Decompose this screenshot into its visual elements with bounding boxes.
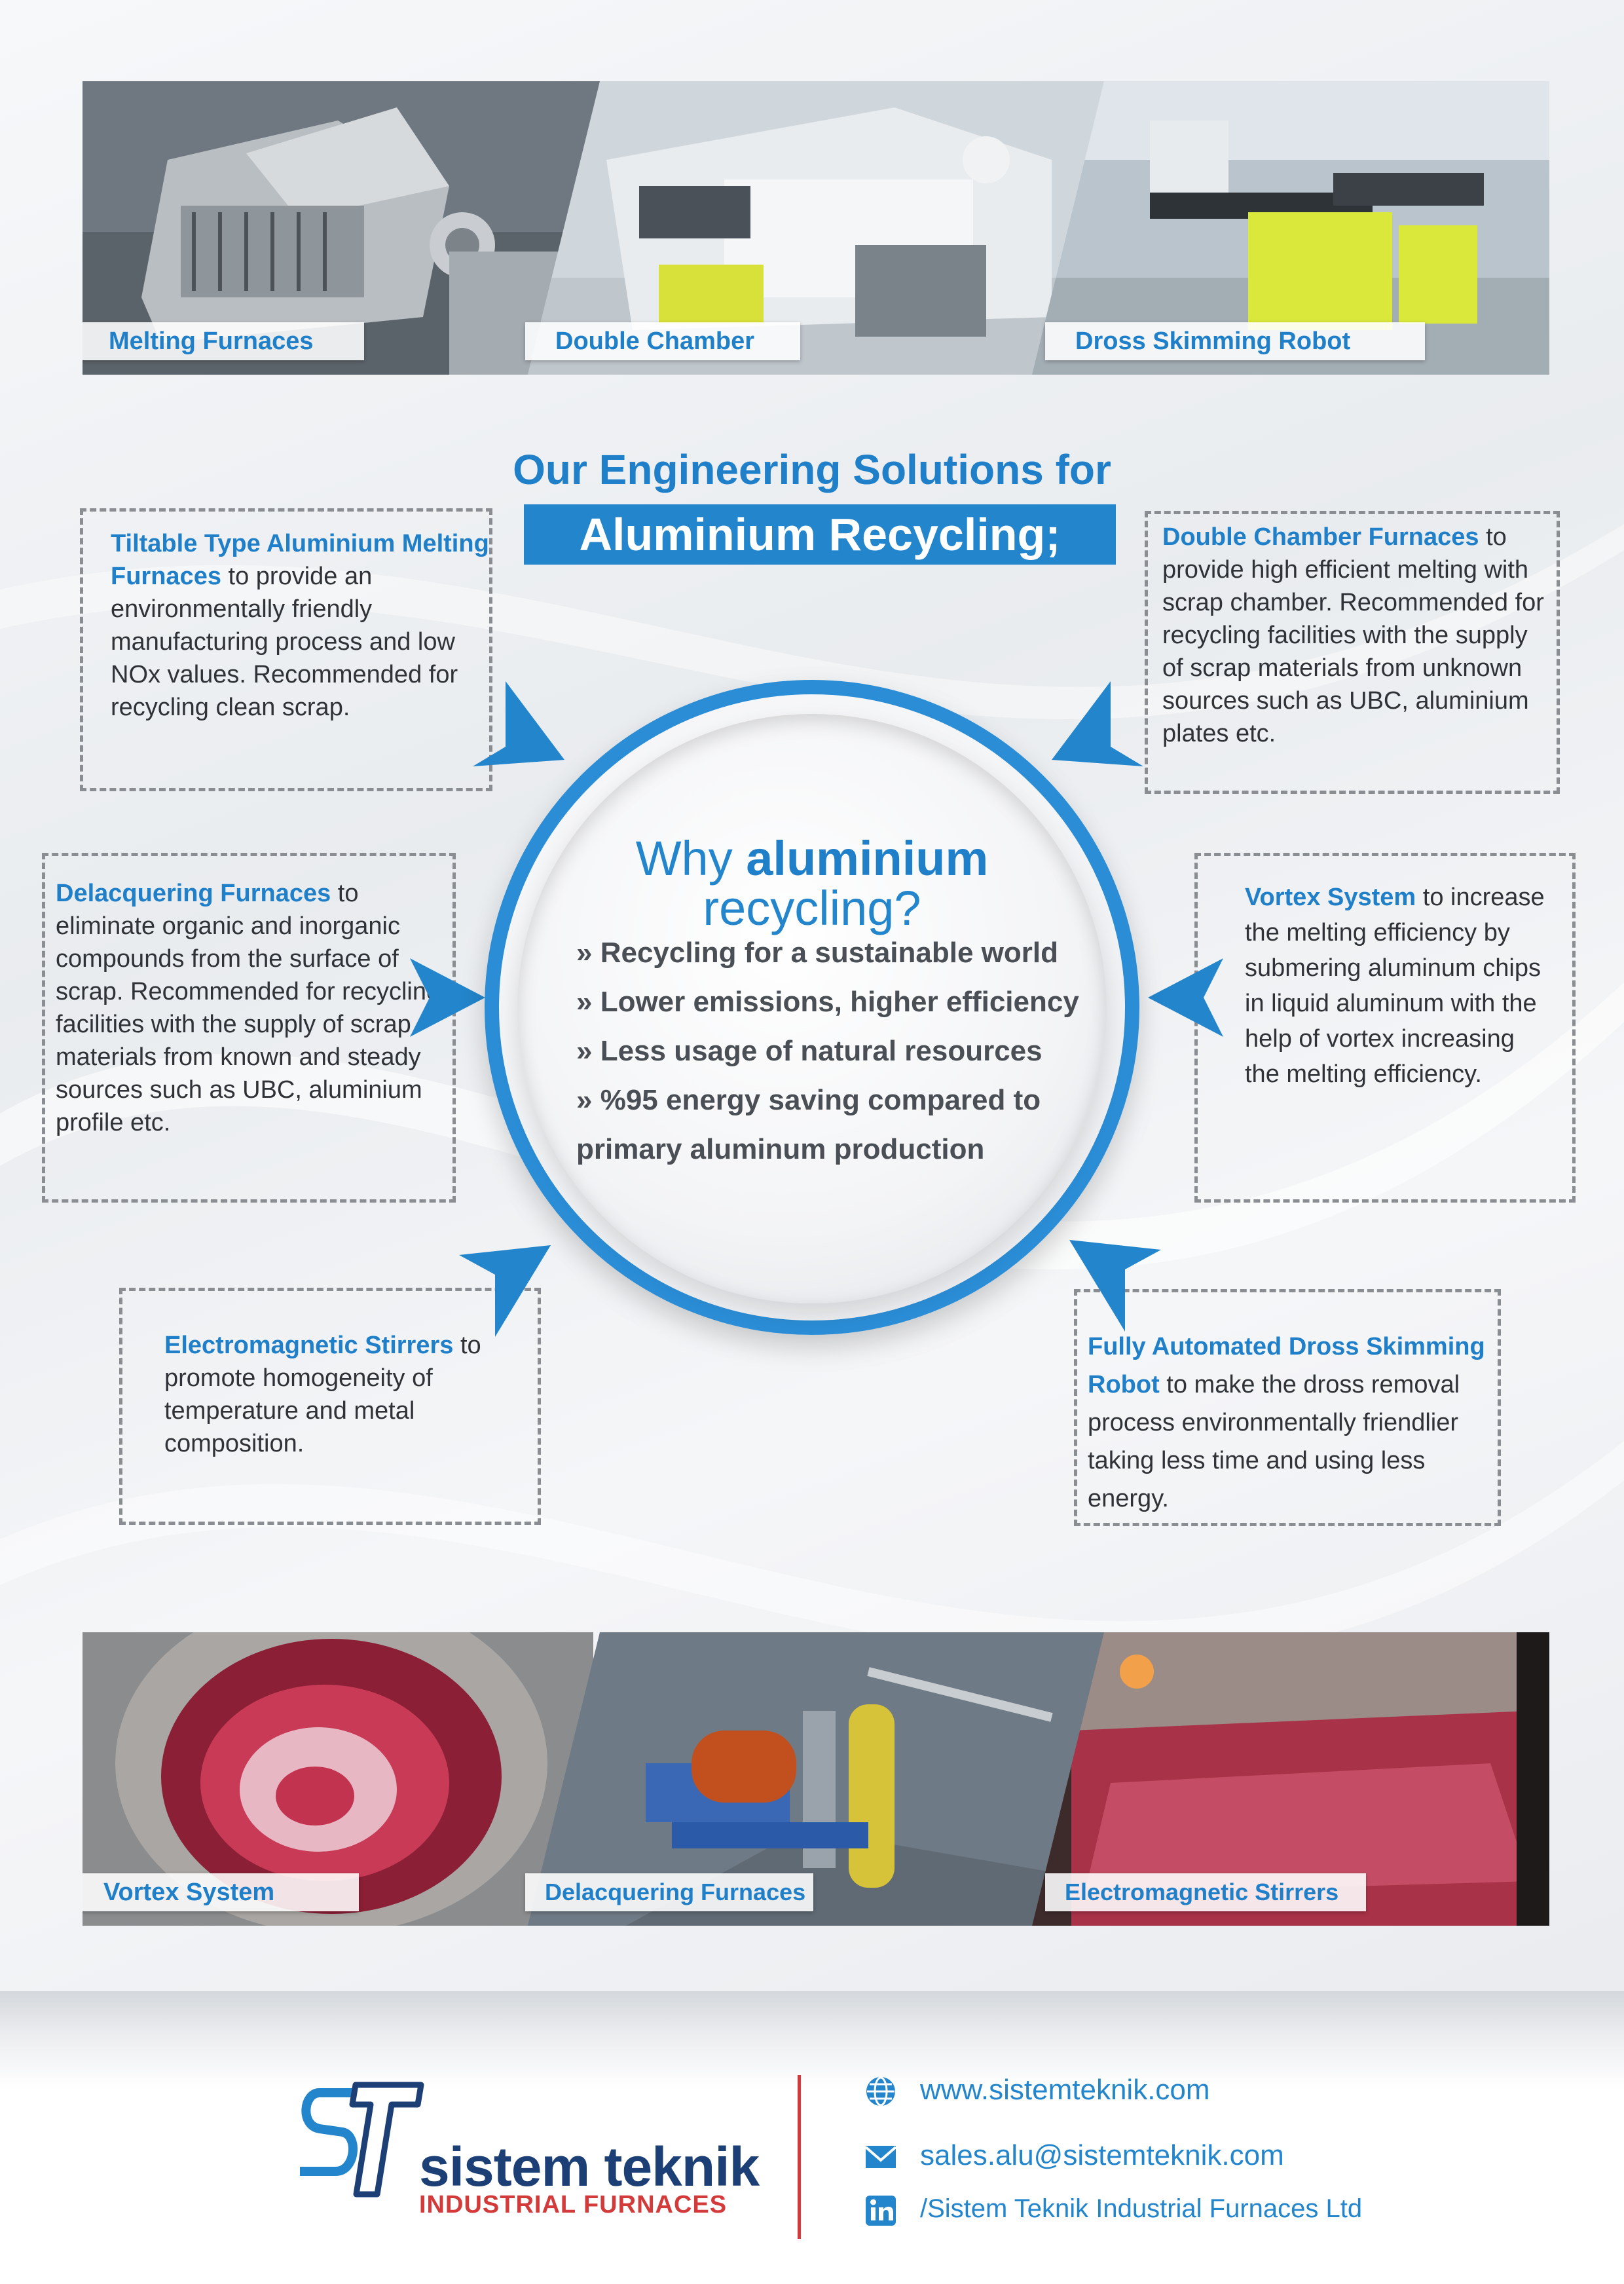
box-title: Fully Automated Dross Skimming Robot <box>1088 1333 1485 1398</box>
caption-melting-furnaces: Melting Furnaces <box>83 322 364 360</box>
why-heading: Why aluminium <box>517 831 1107 886</box>
box-tiltable-furnaces: Tiltable Type Aluminium Melting Furnaces… <box>80 508 492 791</box>
box-vortex: Vortex System to increase the melting ef… <box>1194 853 1576 1203</box>
box-text: to provide an environmentally friendly m… <box>111 563 458 721</box>
arrow-icon <box>473 681 564 766</box>
page-title: Our Engineering Solutions for <box>513 446 1111 493</box>
bullet-item: primary aluminum production <box>576 1133 985 1165</box>
bullet-item: » Recycling for a sustainable world <box>576 937 1058 969</box>
arrow-icon <box>1052 681 1143 766</box>
box-double-chamber: Double Chamber Furnaces to provide high … <box>1145 511 1560 794</box>
footer <box>0 1991 1624 2284</box>
top-photo-strip: Melting Furnaces Double Chamber Dross Sk… <box>83 81 1549 375</box>
bullet-item: » Lower emissions, higher efficiency <box>576 986 1079 1018</box>
box-electromagnetic-stirrers: Electromagnetic Stirrers to promote homo… <box>119 1288 541 1525</box>
box-text: to provide high efficient melting with s… <box>1162 523 1544 747</box>
arrow-icon <box>1148 958 1223 1037</box>
box-title: Electromagnetic Stirrers <box>164 1332 454 1359</box>
page-title-highlight: Aluminium Recycling; <box>524 504 1116 565</box>
bullet-item: » Less usage of natural resources <box>576 1035 1043 1067</box>
caption-vortex-system: Vortex System <box>83 1873 359 1911</box>
globe-icon <box>866 2076 895 2106</box>
box-title: Double Chamber Furnaces <box>1162 523 1479 551</box>
arrow-icon <box>410 958 485 1037</box>
why-bold: aluminium <box>746 831 989 886</box>
arrow-icon <box>459 1245 551 1337</box>
box-title: Delacquering Furnaces <box>56 880 331 907</box>
box-text: to increase the melting efficiency by su… <box>1245 884 1545 1088</box>
brand-name: sistem teknik <box>419 2136 760 2198</box>
arrow-icon <box>1069 1240 1161 1332</box>
caption-double-chamber: Double Chamber <box>525 322 800 360</box>
why-heading-line2: recycling? <box>703 881 921 935</box>
caption-delacquering-furnaces: Delacquering Furnaces <box>525 1873 813 1911</box>
linkedin-link[interactable]: /Sistem Teknik Industrial Furnaces Ltd <box>920 2194 1363 2223</box>
box-dross-skimming: Fully Automated Dross Skimming Robot to … <box>1074 1289 1501 1526</box>
photo-electromagnetic-stirrers <box>1032 1632 1549 1926</box>
box-text: to make the dross removal process enviro… <box>1088 1371 1460 1512</box>
website-link[interactable]: www.sistemteknik.com <box>920 2074 1210 2106</box>
box-title: Tiltable Type Aluminium Melting Furnaces <box>111 530 489 590</box>
brand-tagline: INDUSTRIAL FURNACES <box>419 2191 728 2218</box>
box-title: Vortex System <box>1245 884 1416 911</box>
box-text: to promote homogeneity of temperature an… <box>164 1332 481 1457</box>
box-text: to eliminate organic and inorganic compo… <box>56 880 441 1136</box>
mail-icon <box>864 2146 897 2168</box>
sistem-teknik-logo-icon <box>300 2082 424 2198</box>
caption-electromagnetic-stirrers: Electromagnetic Stirrers <box>1045 1873 1366 1911</box>
bottom-photo-strip: Vortex System Delacquering Furnaces Elec… <box>83 1632 1549 1926</box>
box-delacquering: Delacquering Furnaces to eliminate organ… <box>42 853 456 1203</box>
bullet-item: » %95 energy saving compared to <box>576 1084 1041 1116</box>
caption-dross-skimming-robot: Dross Skimming Robot <box>1045 322 1425 360</box>
why-prefix: Why <box>635 831 747 886</box>
footer-divider <box>798 2075 801 2239</box>
email-link[interactable]: sales.alu@sistemteknik.com <box>920 2139 1284 2171</box>
center-disc <box>517 714 1107 1303</box>
linkedin-icon <box>866 2196 896 2226</box>
